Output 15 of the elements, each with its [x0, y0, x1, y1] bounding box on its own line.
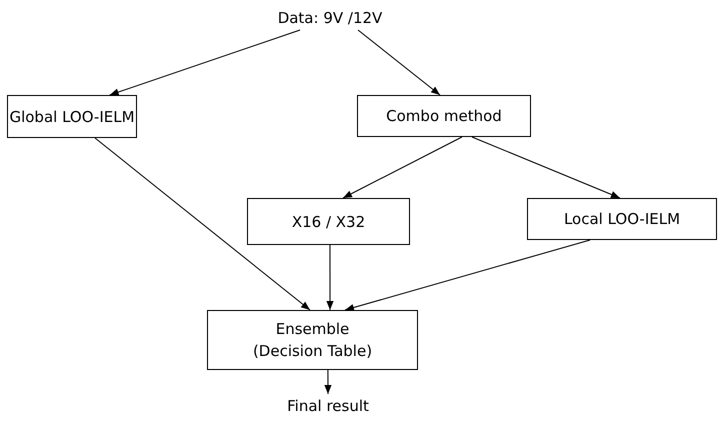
process-box: Global LOO-IELM [7, 95, 137, 138]
arrow [342, 136, 462, 198]
node-label: Data: 9V /12V [260, 6, 400, 30]
arrow [324, 370, 332, 394]
arrow [109, 30, 301, 96]
process-box: X16 / X32 [247, 198, 410, 245]
node-label: Final result [268, 394, 388, 418]
arrow [344, 240, 591, 311]
arrow [326, 244, 334, 310]
arrow [94, 138, 310, 310]
process-box: Local LOO-IELM [527, 198, 717, 240]
process-box: Combo method [357, 95, 531, 137]
arrow [358, 30, 440, 96]
process-box: Ensemble (Decision Table) [207, 310, 418, 370]
arrow [472, 136, 620, 198]
